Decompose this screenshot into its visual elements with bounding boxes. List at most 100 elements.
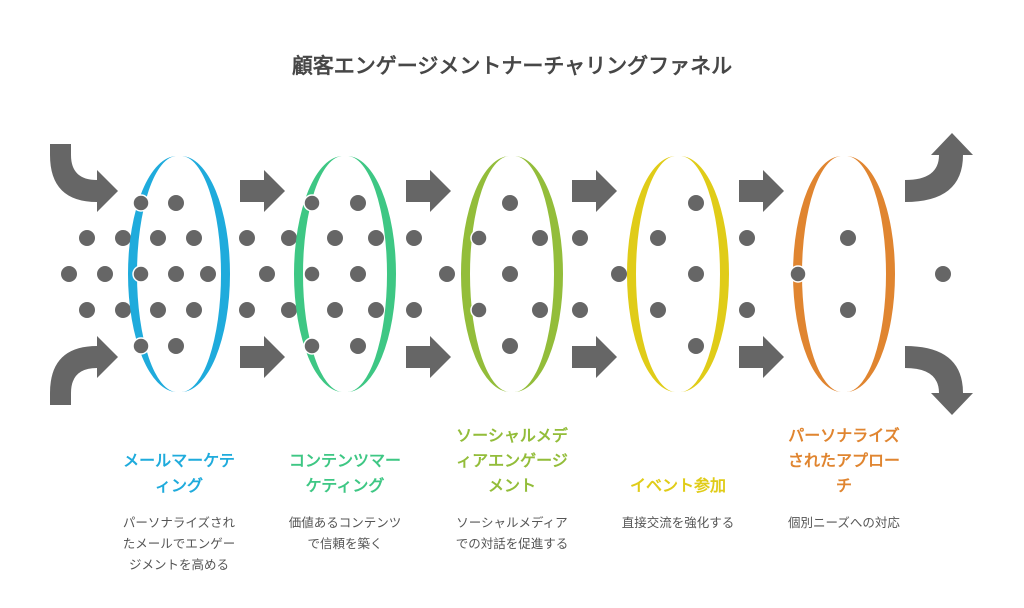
- stage-description-line: 直接交流を強化する: [621, 515, 735, 530]
- particle-dot: [532, 230, 548, 246]
- stage-description-line: ジメントを高める: [128, 557, 229, 572]
- stage-description: 価値あるコンテンツで信頼を築く: [270, 512, 420, 554]
- particle-dot: [115, 302, 131, 318]
- funnel-ring-left: [294, 156, 343, 392]
- particle-dot: [439, 266, 455, 282]
- stage-description: ソーシャルメディアでの対話を促進する: [437, 512, 587, 554]
- right-arrow-icon: [406, 336, 451, 378]
- stage-label-column: パーソナライズされたアプローチ個別ニーズへの対応: [769, 0, 919, 608]
- right-arrow-icon: [406, 170, 451, 212]
- stage-title-line: コンテンツマー: [288, 451, 401, 470]
- particle-dot: [840, 302, 856, 318]
- stage-title: コンテンツマーケティング: [270, 448, 420, 498]
- particle-dot: [350, 338, 366, 354]
- particle-dot-outlined: [132, 265, 150, 283]
- particle-dot: [168, 266, 184, 282]
- particle-dot: [281, 230, 297, 246]
- funnel-ring-right: [846, 156, 895, 392]
- particle-dot: [688, 266, 704, 282]
- particle-dot-outlined: [470, 301, 488, 319]
- stage-title-line: ケティング: [305, 476, 385, 495]
- particle-dot: [115, 230, 131, 246]
- stage-title: メールマーケティング: [104, 448, 254, 498]
- right-arrow-icon: [739, 170, 784, 212]
- stage-description-line: 価値あるコンテンツ: [288, 515, 402, 530]
- funnel-ring-left: [793, 156, 842, 392]
- particle-dot: [572, 230, 588, 246]
- particle-dot: [368, 230, 384, 246]
- stage-title: ソーシャルメディアエンゲージメント: [437, 423, 587, 498]
- stage-title-line: ィアエンゲージ: [456, 451, 568, 470]
- diagram-title: 顧客エンゲージメントナーチャリングファネル: [291, 54, 733, 78]
- particle-dot-outlined: [132, 337, 150, 355]
- stage-title-line: メント: [487, 476, 536, 495]
- particle-dot-outlined: [303, 337, 321, 355]
- funnel-diagram: [50, 133, 973, 415]
- funnel-ring-left: [461, 156, 510, 392]
- funnel-ring-left: [128, 156, 177, 392]
- particle-dot-outlined: [132, 194, 150, 212]
- right-arrow-icon: [572, 336, 617, 378]
- funnel-ring-right: [514, 156, 563, 392]
- particle-dot: [350, 195, 366, 211]
- particle-dot-outlined: [470, 229, 488, 247]
- particle-dot: [259, 266, 275, 282]
- particle-dot: [572, 302, 588, 318]
- particle-dot: [739, 302, 755, 318]
- funnel-ring-right: [680, 156, 729, 392]
- particle-dot: [61, 266, 77, 282]
- stage-label-column: メールマーケティングパーソナライズされたメールでエンゲージメントを高める: [104, 0, 254, 608]
- particle-dot: [79, 302, 95, 318]
- particle-dot: [281, 302, 297, 318]
- particle-dot: [688, 338, 704, 354]
- funnel-ring-right: [181, 156, 230, 392]
- curved-outflow-arrow-icon: [905, 133, 973, 202]
- curved-inflow-arrow-icon: [50, 336, 118, 405]
- right-arrow-icon: [739, 336, 784, 378]
- particle-dot: [406, 230, 422, 246]
- stage-description: 個別ニーズへの対応: [769, 512, 919, 533]
- particle-dot: [239, 302, 255, 318]
- particle-dot: [150, 230, 166, 246]
- stage-label-column: イベント参加直接交流を強化する: [603, 0, 753, 608]
- particle-dot: [168, 338, 184, 354]
- stage-description: 直接交流を強化する: [603, 512, 753, 533]
- stage-title-line: メールマーケテ: [123, 451, 235, 470]
- stage-description-line: 個別ニーズへの対応: [788, 515, 900, 530]
- right-arrow-icon: [240, 170, 285, 212]
- particle-dot: [150, 302, 166, 318]
- particle-dot: [840, 230, 856, 246]
- stage-title-line: されたアプロー: [787, 451, 900, 470]
- particle-dot: [502, 266, 518, 282]
- particle-dot: [186, 230, 202, 246]
- curved-outflow-arrow-icon: [905, 346, 973, 415]
- particle-dot: [688, 195, 704, 211]
- funnel-ring-left: [627, 156, 676, 392]
- particle-dot: [327, 302, 343, 318]
- particle-dot-outlined: [303, 265, 321, 283]
- particle-dot: [502, 338, 518, 354]
- particle-dot: [502, 195, 518, 211]
- particle-dot: [327, 230, 343, 246]
- stage-title-line: ィング: [154, 476, 203, 495]
- stage-title: イベント参加: [603, 473, 753, 498]
- particle-dot: [532, 302, 548, 318]
- particle-dot: [168, 195, 184, 211]
- particle-dot: [350, 266, 366, 282]
- stage-label-column: ソーシャルメディアエンゲージメントソーシャルメディアでの対話を促進する: [437, 0, 587, 608]
- right-arrow-icon: [572, 170, 617, 212]
- stage-description-line: たメールでエンゲー: [122, 536, 236, 551]
- particle-dot: [650, 302, 666, 318]
- funnel-ring-right: [347, 156, 396, 392]
- stage-title: パーソナライズされたアプローチ: [769, 423, 919, 498]
- curved-inflow-arrow-icon: [50, 144, 118, 212]
- particle-dot: [186, 302, 202, 318]
- particle-dot: [368, 302, 384, 318]
- right-arrow-icon: [240, 336, 285, 378]
- stage-description-line: での対話を促進する: [455, 536, 569, 551]
- particle-dot: [97, 266, 113, 282]
- particle-dot-outlined: [789, 265, 807, 283]
- particle-dot: [79, 230, 95, 246]
- stage-title-line: ソーシャルメデ: [456, 426, 568, 445]
- stage-description: パーソナライズされたメールでエンゲージメントを高める: [104, 512, 254, 575]
